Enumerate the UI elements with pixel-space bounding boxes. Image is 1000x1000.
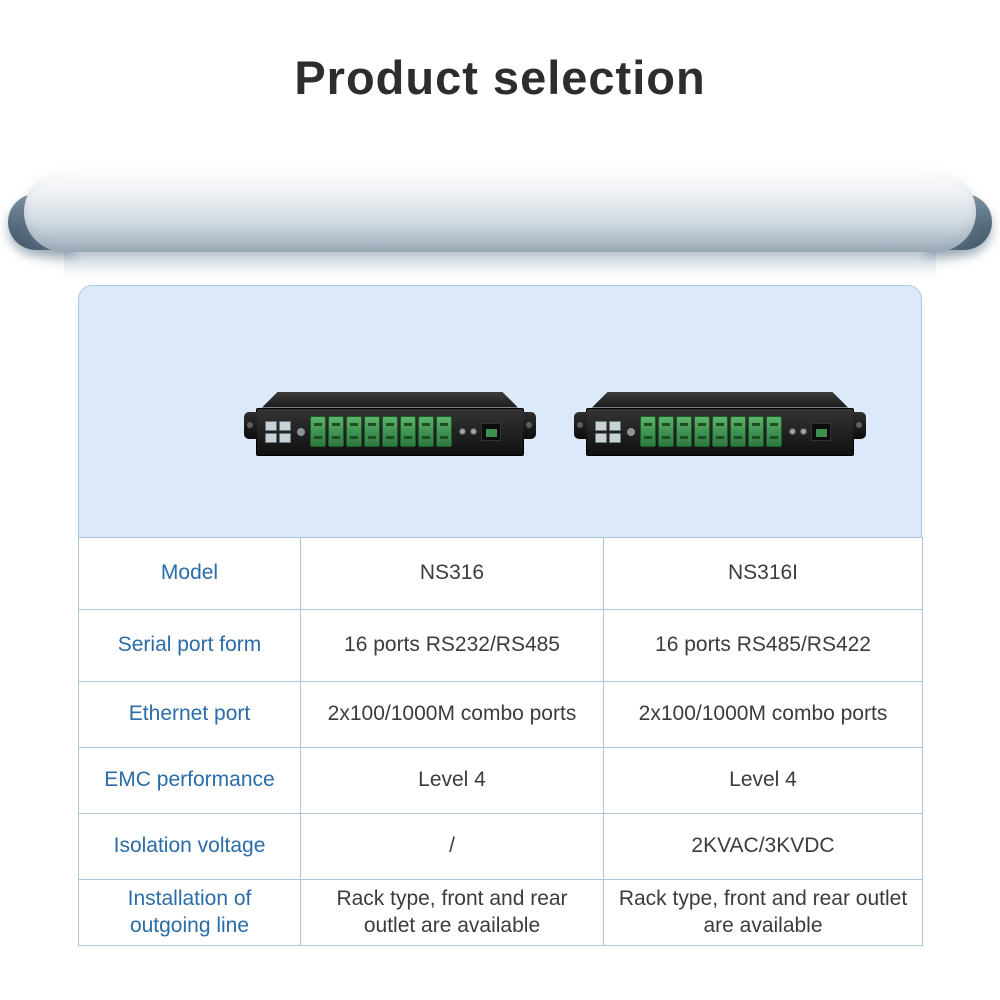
- table-row-model: Model NS316 NS316I: [78, 537, 923, 610]
- table-row-isolation-voltage: Isolation voltage / 2KVAC/3KVDC: [78, 813, 923, 880]
- cell-ns316: Level 4: [300, 747, 604, 814]
- cell-ns316: 16 ports RS232/RS485: [300, 609, 604, 682]
- cell-ns316i: 2KVAC/3KVDC: [603, 813, 923, 880]
- scroll-banner: [8, 168, 992, 280]
- rack-ear-right: [853, 411, 866, 439]
- device-front-panel: [574, 407, 866, 456]
- cell-ns316: /: [300, 813, 604, 880]
- cell-ns316i: 2x100/1000M combo ports: [603, 681, 923, 748]
- right-io: [789, 422, 831, 441]
- ethernet-ports: [265, 420, 291, 443]
- banner-bar: [24, 172, 976, 252]
- row-label: Model: [78, 537, 301, 610]
- ethernet-ports: [595, 420, 621, 443]
- cell-ns316: NS316: [300, 537, 604, 610]
- power-connector: [811, 422, 831, 441]
- device-photo-ns316i: [573, 392, 867, 458]
- product-sheet: Model NS316 NS316I Serial port form 16 p…: [78, 285, 923, 946]
- cell-ns316: Rack type, front and rear outlet are ava…: [300, 879, 604, 946]
- row-label: Ethernet port: [78, 681, 301, 748]
- row-label: Installation of outgoing line: [78, 879, 301, 946]
- page-title: Product selection: [294, 51, 706, 104]
- table-row-installation-outgoing-line: Installation of outgoing line Rack type,…: [78, 879, 923, 946]
- cell-ns316i: Level 4: [603, 747, 923, 814]
- row-label: Serial port form: [78, 609, 301, 682]
- table-row-ethernet-port: Ethernet port 2x100/1000M combo ports 2x…: [78, 681, 923, 748]
- cell-ns316i: NS316I: [603, 537, 923, 610]
- device-lid: [262, 392, 518, 408]
- terminal-blocks: [310, 416, 452, 447]
- ground-screw: [470, 428, 477, 435]
- ground-screw: [800, 428, 807, 435]
- right-io: [459, 422, 501, 441]
- row-label: EMC performance: [78, 747, 301, 814]
- spec-table: Model NS316 NS316I Serial port form 16 p…: [78, 537, 923, 946]
- device-lid: [592, 392, 848, 408]
- rack-ear-left: [244, 411, 257, 439]
- cell-ns316i: 16 ports RS485/RS422: [603, 609, 923, 682]
- console-connector: [627, 427, 635, 436]
- power-connector: [481, 422, 501, 441]
- cell-ns316i: Rack type, front and rear outlet are ava…: [603, 879, 923, 946]
- devices-row: [243, 392, 867, 458]
- rack-ear-left: [574, 411, 587, 439]
- cell-ns316: 2x100/1000M combo ports: [300, 681, 604, 748]
- terminal-blocks: [640, 416, 782, 447]
- device-front-panel: [244, 407, 536, 456]
- row-label: Isolation voltage: [78, 813, 301, 880]
- rack-ear-right: [523, 411, 536, 439]
- led-indicator: [459, 428, 466, 435]
- device-photo-ns316: [243, 392, 537, 458]
- console-connector: [297, 427, 305, 436]
- led-indicator: [789, 428, 796, 435]
- table-row-emc-performance: EMC performance Level 4 Level 4: [78, 747, 923, 814]
- product-image-panel: [78, 285, 922, 537]
- table-row-serial-port-form: Serial port form 16 ports RS232/RS485 16…: [78, 609, 923, 682]
